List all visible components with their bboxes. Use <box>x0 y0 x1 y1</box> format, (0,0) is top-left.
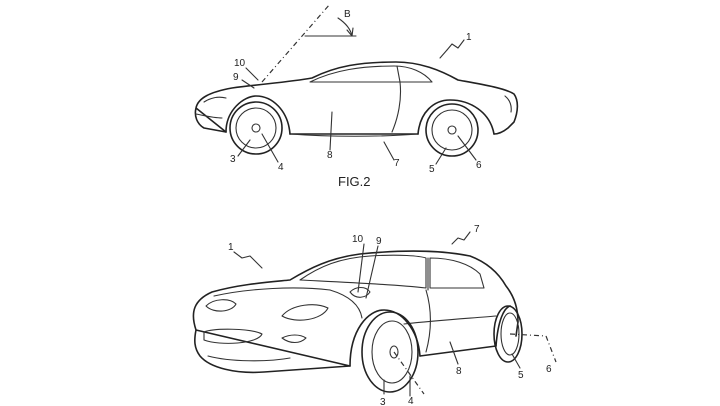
persp-front-axis-line <box>393 351 425 395</box>
side-ref-front-wheel: 3 <box>230 154 236 165</box>
side-sill <box>289 133 419 137</box>
persp-mirror <box>349 286 371 298</box>
leader-7-bottom <box>451 231 471 245</box>
persp-hood-line <box>213 287 331 297</box>
persp-windshield <box>299 254 427 289</box>
persp-side-window <box>429 257 485 289</box>
side-body-outline <box>194 61 519 135</box>
persp-rear-wheel <box>493 305 523 363</box>
leader-1-bottom <box>233 251 263 269</box>
leader-1-top <box>446 39 465 51</box>
side-ref-sensor-top: 10 <box>234 58 246 69</box>
persp-ref-rear-axis: 6 <box>546 364 552 375</box>
side-door-line <box>391 81 402 133</box>
persp-ref-vehicle: 1 <box>228 242 234 253</box>
side-front-wheel <box>225 95 291 155</box>
persp-side-crease <box>403 315 497 325</box>
persp-grille <box>203 328 263 344</box>
persp-body-outline <box>192 250 519 374</box>
persp-headlight-right <box>281 304 329 321</box>
side-headlight <box>203 96 227 103</box>
angle-arc <box>337 17 353 37</box>
persp-rear-arch <box>495 305 511 347</box>
side-rear-arch <box>417 99 495 135</box>
side-ref-rear-wheel: 5 <box>429 164 435 175</box>
angle-arrowhead <box>346 27 354 37</box>
persp-ref-front-wheel: 3 <box>380 397 386 406</box>
persp-fender-line <box>329 289 363 319</box>
side-ref-roof: 7 <box>394 158 400 169</box>
persp-headlight-left <box>205 299 237 312</box>
side-rear-wheel <box>417 99 495 157</box>
side-ref-vehicle: 1 <box>466 32 472 43</box>
persp-ref-sensor: 9 <box>376 236 382 247</box>
persp-door-line <box>425 289 432 353</box>
persp-rear-axis-line-2 <box>545 335 557 363</box>
side-window <box>309 65 433 83</box>
side-ref-body: 8 <box>327 150 333 161</box>
persp-ref-sensor-top: 10 <box>352 234 364 245</box>
persp-ref-rear-wheel: 5 <box>518 370 524 381</box>
persp-ref-front-axis: 4 <box>408 396 414 406</box>
persp-ref-body: 8 <box>456 366 462 377</box>
side-view-car: B <box>194 3 519 189</box>
side-ref-rear-axis: 6 <box>476 160 482 171</box>
persp-fog-light <box>281 334 307 344</box>
side-front-bumper-line <box>195 113 223 119</box>
figure-caption: FIG.2 <box>338 174 371 189</box>
angle-label: B <box>344 9 351 20</box>
perspective-view-car: 1 7 10 9 8 3 4 5 6 <box>192 224 557 406</box>
persp-lower-intake <box>207 355 291 362</box>
side-front-arch <box>225 95 291 135</box>
side-ref-front-axis: 4 <box>278 162 284 173</box>
side-tail-line <box>504 95 512 113</box>
angle-line <box>261 3 331 83</box>
persp-ref-roof: 7 <box>474 224 480 235</box>
side-b-pillar <box>396 65 401 83</box>
side-ref-sensor: 9 <box>233 72 239 83</box>
persp-front-wheel <box>349 309 421 393</box>
